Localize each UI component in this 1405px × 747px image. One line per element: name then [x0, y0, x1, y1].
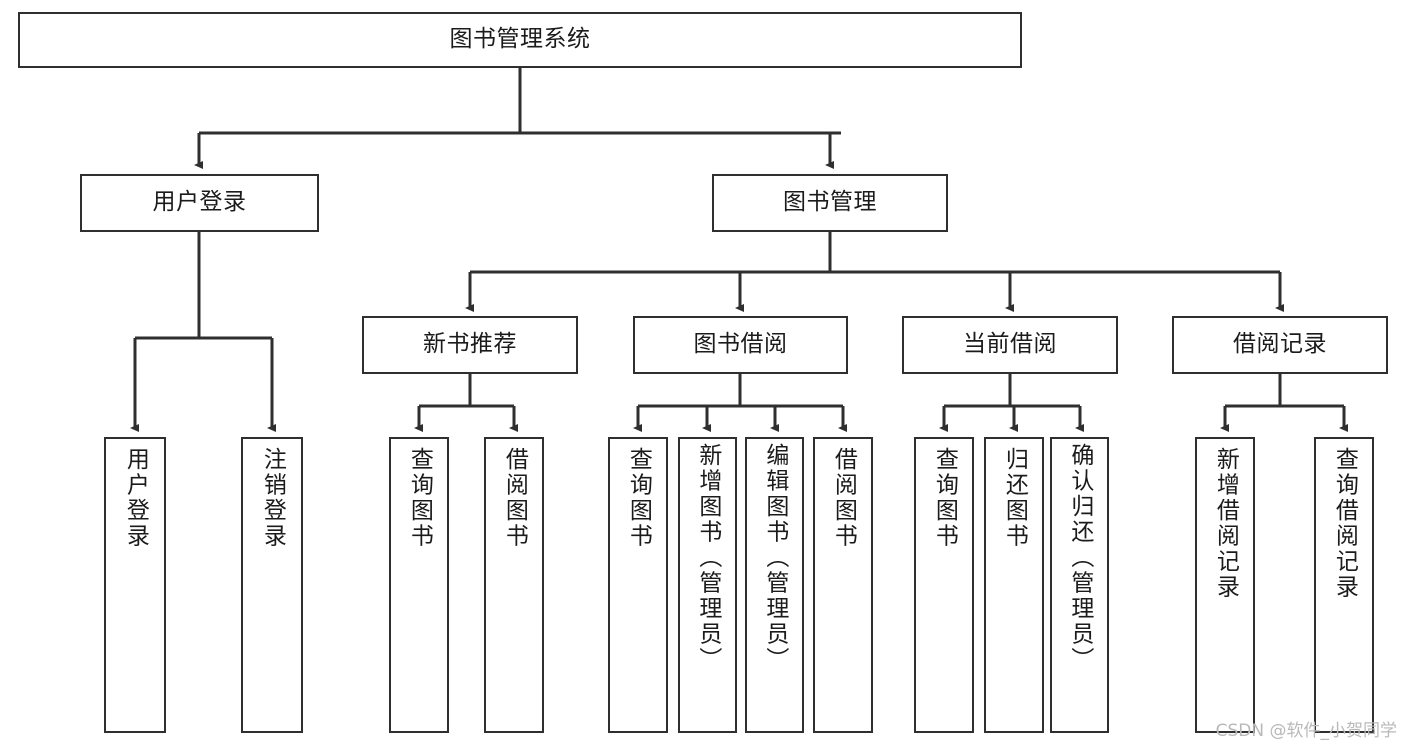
- node-new-book-recommend-label: 新书推荐: [423, 331, 517, 358]
- node-borrow-record[interactable]: 借阅记录: [1172, 316, 1388, 374]
- node-leaf-query-book-2-label: 查询图书: [625, 447, 652, 549]
- node-leaf-query-book-1-label: 查询图书: [406, 447, 433, 549]
- node-book-manage[interactable]: 图书管理: [712, 174, 948, 232]
- node-leaf-add-book-label: 新增图书（管理员）: [694, 443, 721, 673]
- node-leaf-user-login-label: 用户登录: [122, 447, 149, 549]
- node-leaf-query-book-3-label: 查询图书: [931, 447, 958, 549]
- node-leaf-edit-book[interactable]: 编辑图书（管理员）: [745, 437, 804, 733]
- node-leaf-user-login[interactable]: 用户登录: [104, 437, 166, 733]
- node-user-login-label: 用户登录: [152, 189, 247, 216]
- node-leaf-return-book-label: 归还图书: [1001, 447, 1028, 549]
- node-root[interactable]: 图书管理系统: [18, 12, 1022, 68]
- node-leaf-logout-label: 注销登录: [259, 447, 286, 549]
- node-leaf-borrow-book-1-label: 借阅图书: [501, 447, 528, 549]
- node-leaf-return-book[interactable]: 归还图书: [984, 437, 1044, 733]
- node-leaf-add-record-label: 新增借阅记录: [1212, 447, 1239, 600]
- node-leaf-add-book[interactable]: 新增图书（管理员）: [678, 437, 737, 733]
- node-leaf-query-book-3[interactable]: 查询图书: [914, 437, 974, 733]
- node-leaf-borrow-book-2[interactable]: 借阅图书: [813, 437, 873, 733]
- node-current-borrow[interactable]: 当前借阅: [902, 316, 1118, 374]
- node-leaf-confirm-return-label: 确认归还（管理员）: [1066, 443, 1093, 673]
- node-leaf-add-record[interactable]: 新增借阅记录: [1195, 437, 1255, 733]
- node-current-borrow-label: 当前借阅: [963, 331, 1057, 358]
- node-leaf-query-book-2[interactable]: 查询图书: [608, 437, 668, 733]
- node-leaf-borrow-book-2-label: 借阅图书: [830, 447, 857, 549]
- node-leaf-query-record[interactable]: 查询借阅记录: [1314, 437, 1374, 733]
- node-user-login[interactable]: 用户登录: [80, 174, 319, 232]
- node-book-manage-label: 图书管理: [783, 189, 877, 216]
- node-leaf-confirm-return[interactable]: 确认归还（管理员）: [1050, 437, 1109, 733]
- node-borrow-record-label: 借阅记录: [1233, 331, 1327, 358]
- node-leaf-logout[interactable]: 注销登录: [241, 437, 303, 733]
- node-leaf-query-record-label: 查询借阅记录: [1331, 447, 1358, 600]
- node-leaf-borrow-book-1[interactable]: 借阅图书: [484, 437, 544, 733]
- node-book-borrow-label: 图书借阅: [693, 331, 788, 358]
- node-book-borrow[interactable]: 图书借阅: [633, 316, 848, 374]
- node-leaf-query-book-1[interactable]: 查询图书: [389, 437, 449, 733]
- node-leaf-edit-book-label: 编辑图书（管理员）: [761, 443, 788, 673]
- node-root-label: 图书管理系统: [449, 26, 591, 53]
- node-new-book-recommend[interactable]: 新书推荐: [362, 316, 578, 374]
